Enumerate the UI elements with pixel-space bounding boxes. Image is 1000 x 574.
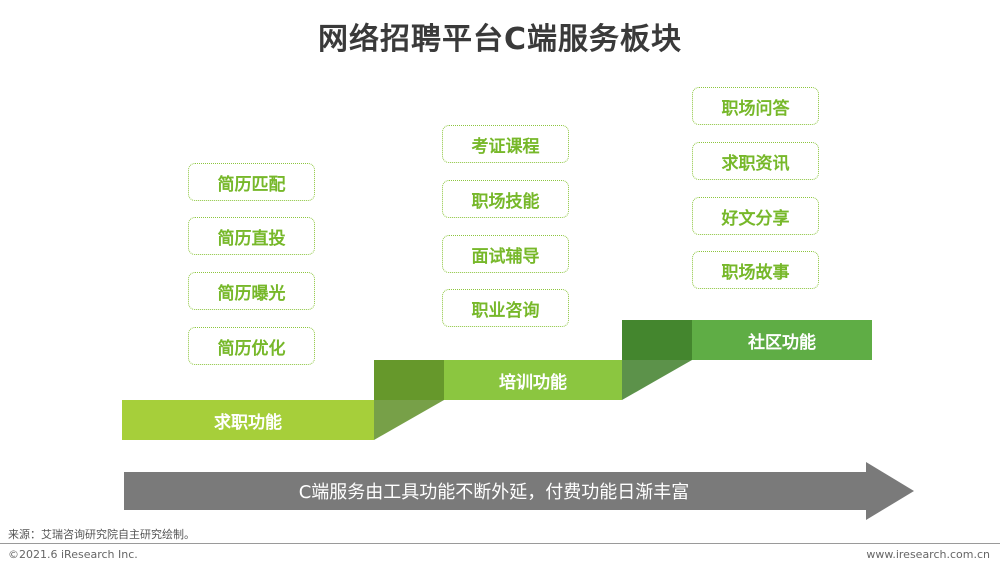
source-note: 来源：艾瑞咨询研究院自主研究绘制。	[8, 528, 195, 541]
step-label-training: 培训功能	[499, 372, 567, 393]
step-riser-1	[374, 360, 444, 440]
pill-resume-direct: 简历直投	[188, 217, 315, 255]
pill-resume-optimize: 简历优化	[188, 327, 315, 365]
pill-career-consulting: 职业咨询	[442, 289, 569, 327]
pill-interview-coaching: 面试辅导	[442, 235, 569, 273]
step-label-community: 社区功能	[748, 332, 816, 353]
progress-arrow	[124, 462, 914, 520]
pill-resume-match: 简历匹配	[188, 163, 315, 201]
copyright: ©2021.6 iResearch Inc.	[8, 548, 138, 561]
page-title: 网络招聘平台C端服务板块	[317, 22, 683, 57]
pill-work-skills: 职场技能	[442, 180, 569, 218]
website-url: www.iresearch.com.cn	[866, 548, 990, 561]
pill-job-news: 求职资讯	[692, 142, 819, 180]
pill-cert-courses: 考证课程	[442, 125, 569, 163]
step-label-job-search: 求职功能	[214, 412, 282, 433]
pill-workplace-qa: 职场问答	[692, 87, 819, 125]
step-bar-job-search	[122, 400, 374, 440]
pill-workplace-stories: 职场故事	[692, 251, 819, 289]
footer-divider	[0, 543, 1000, 544]
pill-resume-exposure: 简历曝光	[188, 272, 315, 310]
step-riser-2	[622, 320, 692, 400]
arrow-caption: C端服务由工具功能不断外延，付费功能日渐丰富	[298, 482, 690, 503]
pill-article-share: 好文分享	[692, 197, 819, 235]
